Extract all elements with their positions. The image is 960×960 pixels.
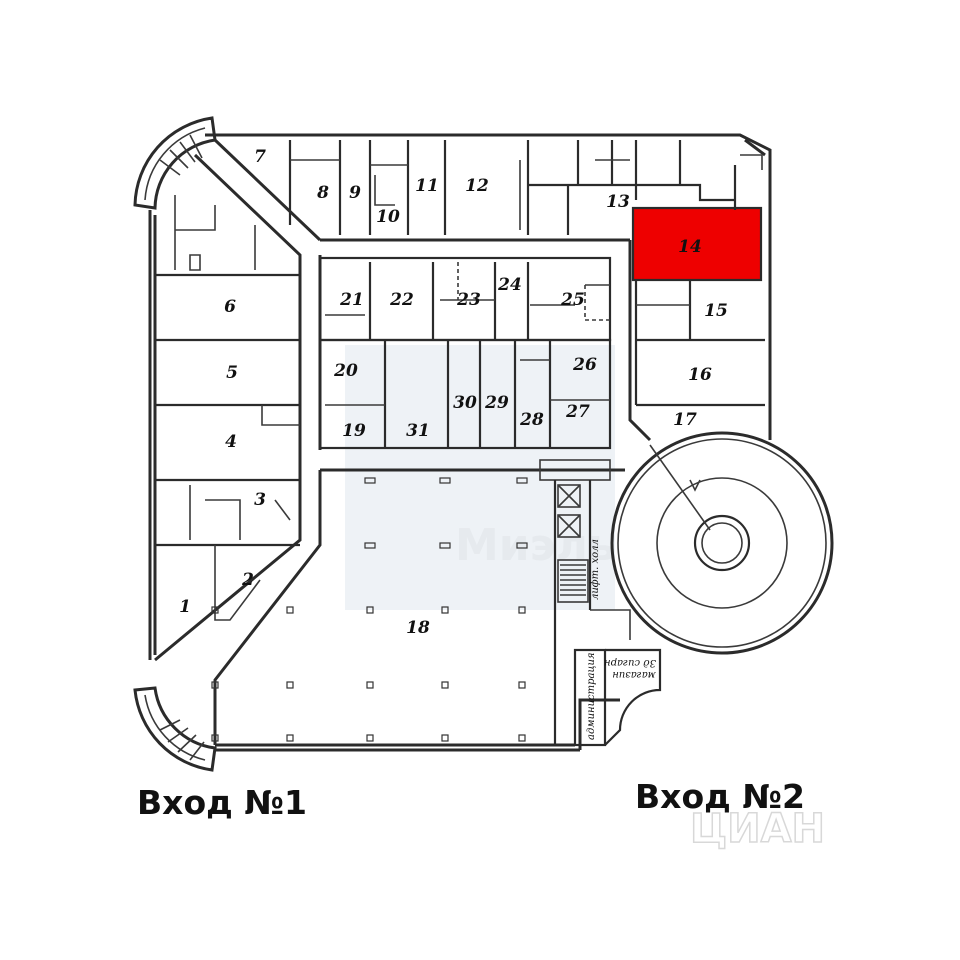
right-rooms [634,280,765,407]
room-label-12[interactable]: 12 [465,176,489,196]
entrance-1-label: Вход №1 [137,783,307,822]
column [441,734,449,742]
column [366,606,374,614]
room-label-8[interactable]: 8 [316,183,329,203]
column [211,734,219,742]
top-rooms [288,140,763,235]
room-label-25[interactable]: 25 [560,290,585,310]
room-label-19[interactable]: 19 [342,421,366,441]
room-label-16[interactable]: 16 [688,365,712,385]
room-label-11[interactable]: 11 [415,176,439,196]
room-label-13[interactable]: 13 [606,192,630,212]
column [286,606,294,614]
room-label-15[interactable]: 15 [704,301,728,321]
column [364,542,376,549]
kiosk-label-2: магазин [612,669,656,680]
lift-hall [539,459,611,745]
column [286,734,294,742]
room-label-2[interactable]: 2 [241,570,254,590]
room-label-21[interactable]: 21 [339,290,364,310]
room-label-7[interactable]: 7 [254,147,266,167]
room-label-6[interactable]: 6 [224,297,236,317]
column [439,542,451,549]
site-watermark: ЦИАН [690,806,825,852]
kiosk-label: 3д сигарн [604,657,656,668]
admin-area [573,609,662,747]
room-label-4[interactable]: 4 [225,432,237,452]
room-label-24[interactable]: 24 [497,275,522,295]
room-label-9[interactable]: 9 [349,183,361,203]
entrance-1-top-tower [133,116,217,210]
admin-label: администрация [586,652,597,740]
room-label-27[interactable]: 27 [565,402,590,422]
room-14-highlight[interactable] [633,208,761,280]
room-label-1[interactable]: 1 [179,597,191,617]
room-label-26[interactable]: 26 [572,355,597,375]
room-label-29[interactable]: 29 [484,393,509,413]
central-block [318,256,612,450]
column [518,734,526,742]
column [366,734,374,742]
column [364,477,376,484]
column [211,606,219,614]
room-14-outline [631,206,763,282]
column [518,681,526,689]
column [441,681,449,689]
room-label-23[interactable]: 23 [456,290,481,310]
room-label-3[interactable]: 3 [254,490,266,510]
column [366,681,374,689]
room-label-20[interactable]: 20 [333,361,358,381]
room-label-18[interactable]: 18 [406,618,430,638]
room-label-28[interactable]: 28 [519,410,544,430]
column [211,681,219,689]
column [518,606,526,614]
column [516,477,528,484]
outer-walls [148,133,772,752]
column [516,542,528,549]
room-label-10[interactable]: 10 [376,207,400,227]
columns [211,477,528,742]
room-label-5[interactable]: 5 [226,363,238,383]
left-rooms [155,195,300,621]
column [439,477,451,484]
room-label-14[interactable]: 14 [678,237,702,257]
room-label-30[interactable]: 30 [453,393,477,413]
column [286,681,294,689]
entrance-1-bottom-tower [133,686,217,772]
room-label-31[interactable]: 31 [406,421,430,441]
rotunda [610,431,834,655]
column [441,606,449,614]
room-label-17[interactable]: 17 [673,410,697,430]
room-label-22[interactable]: 22 [389,290,414,310]
entrance-2-label: Вход №2 [635,777,805,816]
lift-hall-label: лифт. холл [590,539,601,600]
